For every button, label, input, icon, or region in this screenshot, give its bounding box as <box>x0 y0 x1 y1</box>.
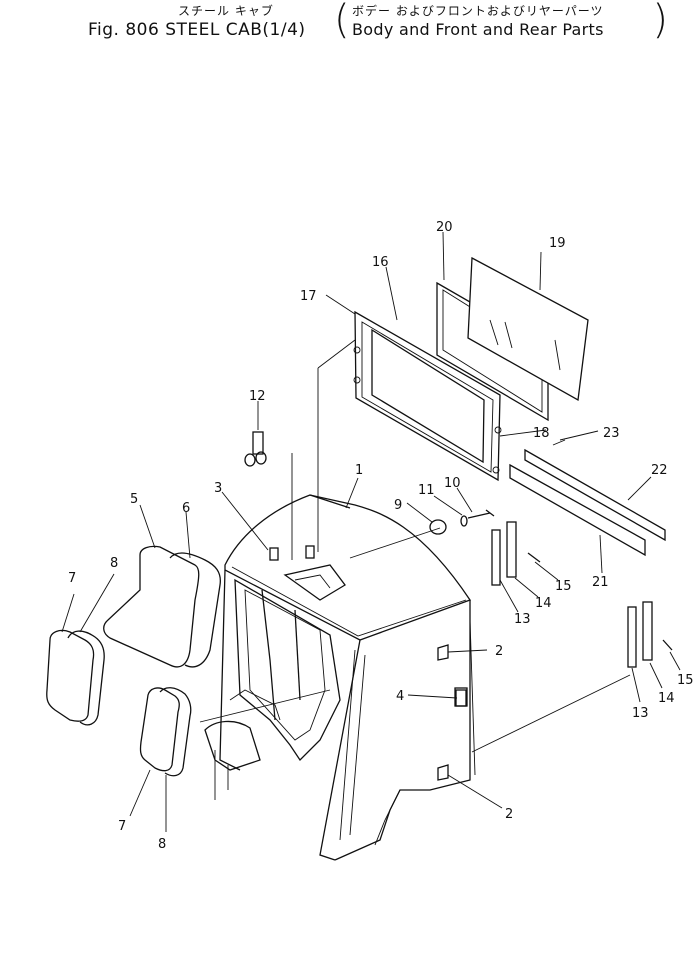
paren-open: ( <box>334 0 350 43</box>
callout-17: 17 <box>300 289 317 304</box>
callout-15b: 15 <box>677 673 694 688</box>
callout-2a: 2 <box>495 644 503 659</box>
callout-16: 16 <box>372 255 389 270</box>
paren-close: ) <box>652 0 668 43</box>
callout-21: 21 <box>592 575 609 590</box>
callout-1: 1 <box>355 463 363 478</box>
callout-19: 19 <box>549 236 566 251</box>
callout-11: 11 <box>418 483 435 498</box>
callout-13a: 13 <box>514 612 531 627</box>
callout-12: 12 <box>249 389 266 404</box>
rear-window-frame <box>353 310 502 482</box>
figure-header: スチール キャブ Fig. 806 STEEL CAB(1/4) ( ボデー お… <box>0 0 695 48</box>
callout-labels: 1 2 2 3 4 5 6 7 7 8 8 9 10 11 12 13 13 1… <box>68 220 694 852</box>
jp-title: スチール キャブ <box>178 4 274 18</box>
rear-glass-and-seal <box>436 256 589 422</box>
callout-13b: 13 <box>632 706 649 721</box>
callout-18: 18 <box>533 426 550 441</box>
cab-body <box>204 494 476 861</box>
callout-8a: 8 <box>110 556 118 571</box>
callout-2b: 2 <box>505 807 513 822</box>
figure-title: Fig. 806 STEEL CAB(1/4) <box>88 20 306 40</box>
callout-14b: 14 <box>658 691 675 706</box>
callout-14a: 14 <box>535 596 552 611</box>
callout-6: 6 <box>182 501 190 516</box>
callout-20: 20 <box>436 220 453 235</box>
side-windows <box>46 545 221 777</box>
callout-8b: 8 <box>158 837 166 852</box>
callout-10: 10 <box>444 476 461 491</box>
callout-7a: 7 <box>68 571 76 586</box>
callout-9: 9 <box>394 498 402 513</box>
callout-5: 5 <box>130 492 138 507</box>
callout-3: 3 <box>214 481 222 496</box>
leader-lines <box>61 231 681 832</box>
subtitle-block: ( ボデー およびフロントおよびリヤーパーツ Body and Front an… <box>334 0 668 44</box>
callout-4: 4 <box>396 689 404 704</box>
callout-7b: 7 <box>118 819 126 834</box>
callout-15a: 15 <box>555 579 572 594</box>
jp-subtitle: ボデー およびフロントおよびリヤーパーツ <box>352 4 604 18</box>
callout-23: 23 <box>603 426 620 441</box>
mounting-plates <box>509 439 666 557</box>
small-parts <box>244 431 673 707</box>
en-subtitle: Body and Front and Rear Parts <box>352 20 604 39</box>
callout-22: 22 <box>651 463 668 478</box>
